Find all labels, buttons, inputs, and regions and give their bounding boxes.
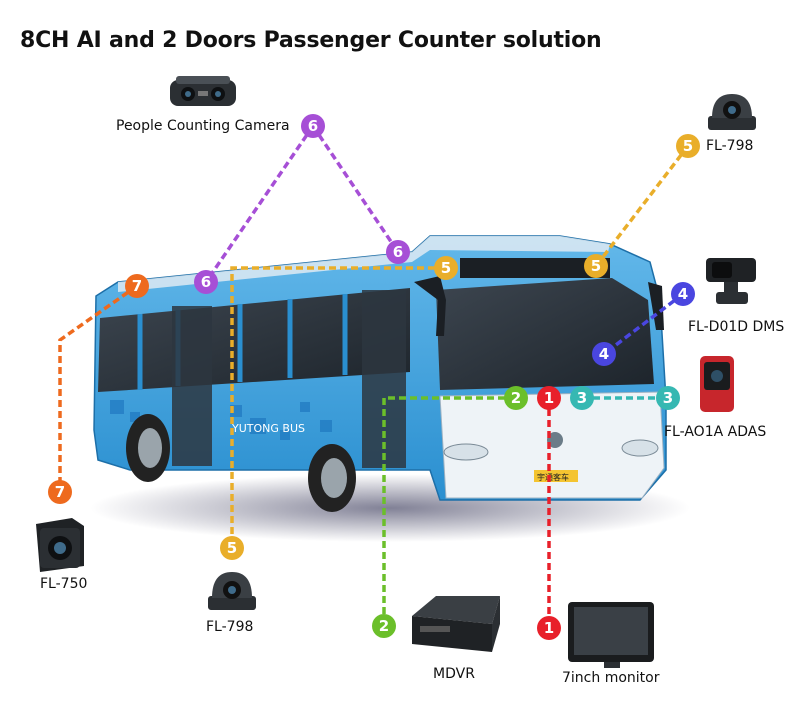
badge-5-mirror: 5 — [434, 256, 458, 280]
badge-4-cabin: 4 — [592, 342, 616, 366]
rear-camera-icon — [36, 518, 84, 572]
dms-label: FL-D01D DMS — [688, 319, 784, 335]
people-counting-camera-label: People Counting Camera — [116, 118, 290, 134]
mdvr-label: MDVR — [433, 666, 475, 682]
dome-camera-icon — [708, 94, 756, 130]
svg-text:4: 4 — [599, 345, 609, 363]
svg-text:3: 3 — [577, 389, 587, 407]
svg-text:5: 5 — [227, 539, 237, 557]
badge-1-front: 1 — [537, 386, 561, 410]
badge-5-windshield: 5 — [584, 254, 608, 278]
bus-brand-text: YUTONG BUS — [231, 422, 305, 435]
svg-text:4: 4 — [678, 285, 688, 303]
svg-text:2: 2 — [379, 617, 389, 635]
left-mirror — [414, 276, 446, 336]
line-ch6-right — [311, 125, 400, 253]
svg-text:2: 2 — [511, 389, 521, 407]
middle-door — [172, 306, 212, 466]
left-headlight — [443, 443, 489, 461]
rear-wheel — [126, 414, 170, 482]
dome-camera-icon — [208, 572, 256, 610]
fl750-label: FL-750 — [40, 576, 87, 592]
svg-text:6: 6 — [308, 117, 318, 135]
right-mirror — [648, 282, 664, 330]
svg-text:5: 5 — [683, 137, 693, 155]
line-ch5-left — [230, 266, 446, 548]
adas-label: FL-AO1A ADAS — [664, 424, 766, 440]
bus-logo — [547, 432, 563, 448]
dms-camera-icon — [706, 258, 756, 304]
badge-7-rear: 7 — [125, 274, 149, 298]
dual-lens-camera-icon — [170, 76, 236, 106]
svg-text:7: 7 — [132, 277, 142, 295]
license-plate-text: 宇通客车 — [537, 472, 569, 482]
monitor-label: 7inch monitor — [562, 670, 660, 686]
line-ch7 — [58, 284, 139, 492]
badge-2-mdvr: 2 — [372, 614, 396, 638]
channel-badges: 6 6 6 5 5 5 5 4 4 3 3 2 2 1 1 7 7 — [48, 114, 700, 640]
badge-2-front: 2 — [504, 386, 528, 410]
bus-roof — [118, 236, 610, 292]
fl798-bottom-label: FL-798 — [206, 619, 253, 635]
line-ch4 — [602, 292, 685, 356]
badge-3-adas: 3 — [656, 386, 680, 410]
badge-5-bottom: 5 — [220, 536, 244, 560]
badge-6-camera: 6 — [301, 114, 325, 138]
svg-text:7: 7 — [55, 483, 65, 501]
svg-text:5: 5 — [591, 257, 601, 275]
line-ch6-left — [204, 125, 315, 283]
badge-6-right: 6 — [386, 240, 410, 264]
connector-lines — [58, 125, 690, 628]
svg-text:6: 6 — [393, 243, 403, 261]
bus-windshield — [436, 278, 654, 390]
adas-camera-icon — [700, 356, 734, 412]
license-plate — [534, 470, 578, 482]
right-headlight — [621, 439, 659, 457]
badge-1-monitor: 1 — [537, 616, 561, 640]
front-door — [362, 290, 406, 468]
badge-5-top: 5 — [676, 134, 700, 158]
svg-text:6: 6 — [201, 273, 211, 291]
badge-4-dms: 4 — [671, 282, 695, 306]
svg-text:3: 3 — [663, 389, 673, 407]
monitor-icon — [568, 602, 654, 668]
badge-7-bottom: 7 — [48, 480, 72, 504]
svg-text:5: 5 — [441, 259, 451, 277]
svg-text:1: 1 — [544, 389, 554, 407]
mdvr-box-icon — [412, 596, 500, 652]
line-ch5-top — [594, 144, 690, 268]
badge-3-front: 3 — [570, 386, 594, 410]
fl798-top-label: FL-798 — [706, 138, 753, 154]
page-title: 8CH AI and 2 Doors Passenger Counter sol… — [20, 28, 602, 53]
svg-text:1: 1 — [544, 619, 554, 637]
badge-6-left: 6 — [194, 270, 218, 294]
front-wheel — [308, 444, 356, 512]
bus-illustration: YUTONG BUS 宇通客车 — [90, 235, 690, 542]
line-ch2 — [382, 396, 516, 626]
destination-sign — [460, 258, 610, 278]
